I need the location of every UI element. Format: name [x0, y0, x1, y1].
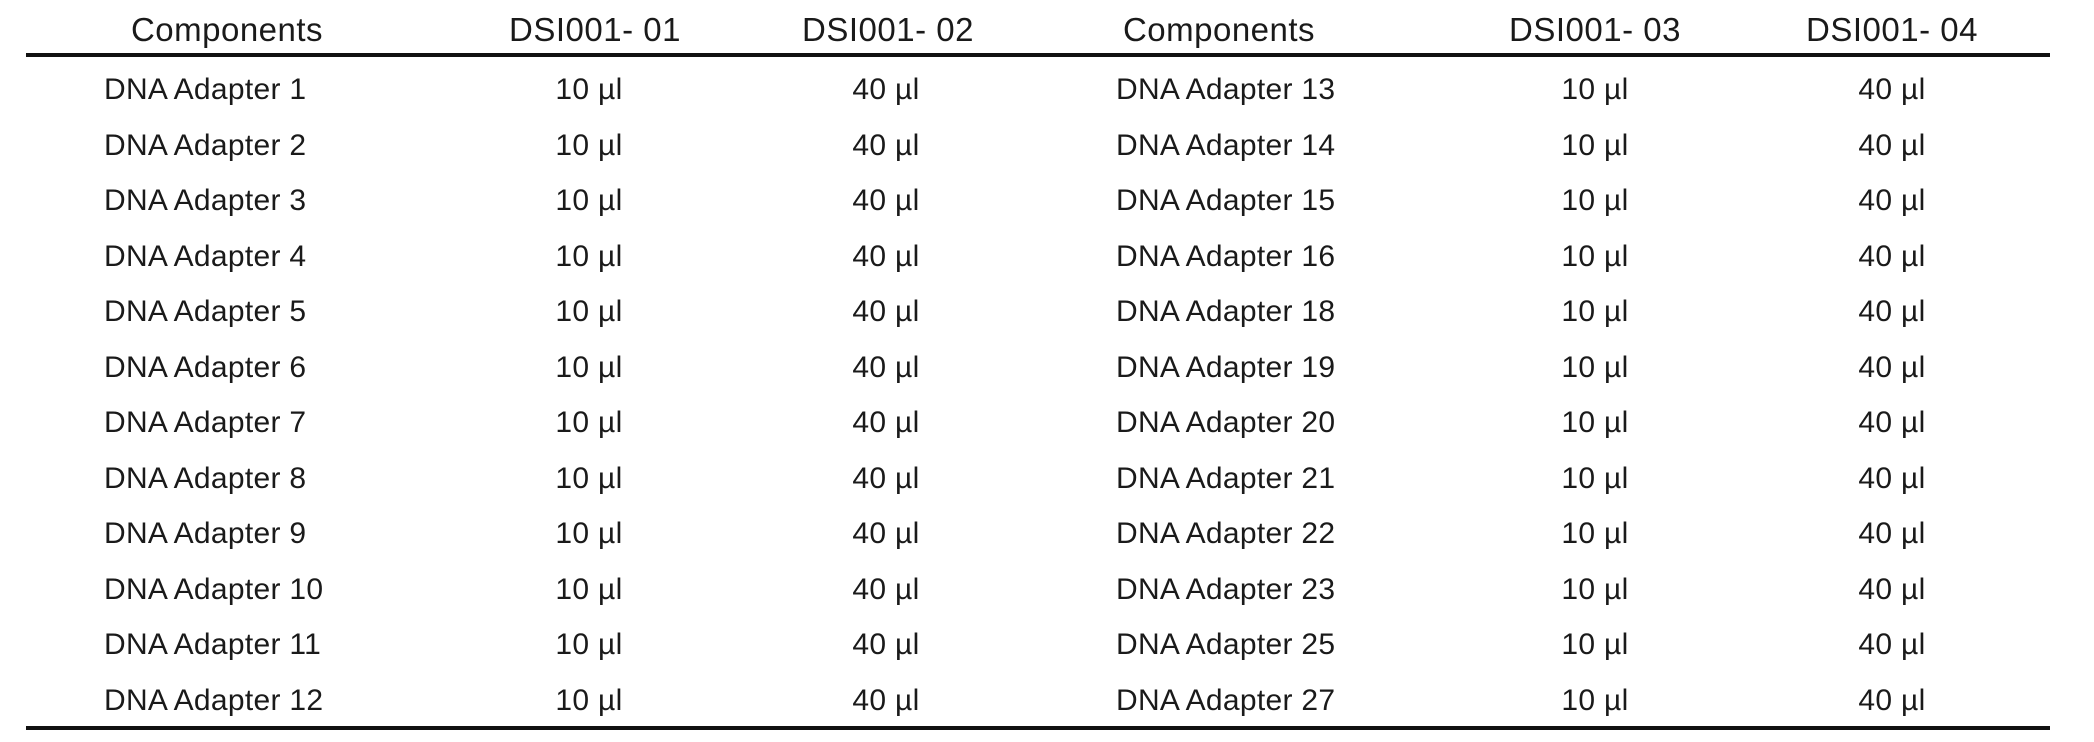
- dsi001-04-volume: 40 µl: [1858, 572, 1926, 606]
- dsi001-01-volume: 10 µl: [555, 406, 623, 439]
- dsi001-02-volume: 40 µl: [852, 73, 920, 106]
- left-component-name: DNA Adapter 1: [104, 73, 307, 106]
- table-row: DNA Adapter 5 10 µl 40 µl DNA Adapter 18 10 …: [26, 290, 2050, 346]
- dsi001-03-volume: 10 µl: [1561, 406, 1629, 439]
- right-component-name: DNA Adapter 27: [1116, 683, 1336, 717]
- dsi001-02-volume: 40 µl: [852, 572, 920, 606]
- dsi001-03-volume: 10 µl: [1561, 184, 1629, 217]
- dsi001-03-volume: 10 µl: [1561, 239, 1629, 273]
- dsi001-04-volume: 40 µl: [1858, 128, 1926, 162]
- dsi001-04-volume: 40 µl: [1858, 350, 1926, 384]
- dsi001-01-volume: 10 µl: [555, 517, 623, 550]
- right-component-name: DNA Adapter 22: [1116, 517, 1336, 550]
- header-components-left: Components: [130, 11, 324, 48]
- left-component-name: DNA Adapter 7: [104, 406, 307, 439]
- header-rule: [26, 53, 2050, 57]
- dsi001-01-volume: 10 µl: [555, 295, 623, 328]
- table-row: DNA Adapter 10 10 µl 40 µl DNA Adapter 23 10…: [26, 568, 2050, 624]
- dsi001-04-volume: 40 µl: [1858, 461, 1926, 495]
- dsi001-02-volume: 40 µl: [852, 517, 920, 550]
- table-bottom-rule: [26, 726, 2050, 730]
- table-row: DNA Adapter 1 10 µl 40 µl DNA Adapter 13 10 …: [26, 68, 2050, 124]
- dsi001-03-volume: 10 µl: [1561, 628, 1629, 661]
- dsi001-01-volume: 10 µl: [555, 184, 623, 217]
- table-row: DNA Adapter 3 10 µl 40 µl DNA Adapter 15 10 …: [26, 179, 2050, 235]
- right-component-name: DNA Adapter 23: [1116, 572, 1336, 606]
- dsi001-03-volume: 10 µl: [1561, 73, 1629, 106]
- header-dsi001-01: DSI001- 01: [509, 11, 681, 48]
- dsi001-02-volume: 40 µl: [852, 683, 920, 717]
- components-table: Components DSI001- 01 DSI001- 02 Compone…: [26, 0, 2050, 742]
- dsi001-01-volume: 10 µl: [555, 572, 623, 606]
- dsi001-03-volume: 10 µl: [1561, 572, 1629, 606]
- dsi001-01-volume: 10 µl: [555, 73, 623, 106]
- header-dsi001-03: DSI001- 03: [1509, 11, 1681, 48]
- table-body: DNA Adapter 1 10 µl 40 µl DNA Adapter 13 10 …: [26, 68, 2050, 734]
- dsi001-01-volume: 10 µl: [555, 683, 623, 717]
- right-component-name: DNA Adapter 13: [1116, 73, 1336, 106]
- dsi001-03-volume: 10 µl: [1561, 461, 1629, 495]
- right-component-name: DNA Adapter 20: [1116, 406, 1336, 439]
- header-components-right: Components: [1122, 11, 1316, 48]
- left-component-name: DNA Adapter 5: [104, 295, 307, 328]
- dsi001-01-volume: 10 µl: [555, 461, 623, 495]
- header-dsi001-04: DSI001- 04: [1806, 11, 1978, 48]
- right-component-name: DNA Adapter 21: [1116, 461, 1336, 495]
- right-component-name: DNA Adapter 15: [1116, 184, 1336, 217]
- dsi001-02-volume: 40 µl: [852, 628, 920, 661]
- table-header-row: Components DSI001- 01 DSI001- 02 Compone…: [26, 0, 2050, 56]
- table-row: DNA Adapter 9 10 µl 40 µl DNA Adapter 22 10 …: [26, 512, 2050, 568]
- dsi001-01-volume: 10 µl: [555, 128, 623, 162]
- dsi001-02-volume: 40 µl: [852, 239, 920, 273]
- dsi001-02-volume: 40 µl: [852, 406, 920, 439]
- left-component-name: DNA Adapter 11: [104, 628, 322, 661]
- right-component-name: DNA Adapter 14: [1116, 128, 1336, 162]
- dsi001-04-volume: 40 µl: [1858, 683, 1926, 717]
- dsi001-02-volume: 40 µl: [852, 295, 920, 328]
- dsi001-01-volume: 10 µl: [555, 239, 623, 273]
- table-row: DNA Adapter 8 10 µl 40 µl DNA Adapter 21 10 …: [26, 457, 2050, 513]
- table-row: DNA Adapter 2 10 µl 40 µl DNA Adapter 14 10 …: [26, 124, 2050, 180]
- dsi001-03-volume: 10 µl: [1561, 683, 1629, 717]
- right-component-name: DNA Adapter 19: [1116, 350, 1336, 384]
- dsi001-02-volume: 40 µl: [852, 350, 920, 384]
- left-component-name: DNA Adapter 3: [104, 184, 307, 217]
- dsi001-04-volume: 40 µl: [1858, 406, 1926, 439]
- table-row: DNA Adapter 7 10 µl 40 µl DNA Adapter 20 10 …: [26, 401, 2050, 457]
- right-component-name: DNA Adapter 25: [1116, 628, 1336, 661]
- left-component-name: DNA Adapter 2: [104, 128, 307, 162]
- dsi001-04-volume: 40 µl: [1858, 628, 1926, 661]
- dsi001-04-volume: 40 µl: [1858, 73, 1926, 106]
- right-component-name: DNA Adapter 16: [1116, 239, 1336, 273]
- dsi001-03-volume: 10 µl: [1561, 128, 1629, 162]
- dsi001-03-volume: 10 µl: [1561, 295, 1629, 328]
- table-row: DNA Adapter 12 10 µl 40 µl DNA Adapter 27 10…: [26, 679, 2050, 735]
- left-component-name: DNA Adapter 9: [104, 517, 307, 550]
- dsi001-04-volume: 40 µl: [1858, 184, 1926, 217]
- dsi001-01-volume: 10 µl: [555, 628, 623, 661]
- left-component-name: DNA Adapter 12: [104, 683, 324, 717]
- left-component-name: DNA Adapter 4: [104, 239, 307, 273]
- left-component-name: DNA Adapter 6: [104, 350, 307, 384]
- dsi001-01-volume: 10 µl: [555, 350, 623, 384]
- header-dsi001-02: DSI001- 02: [802, 11, 974, 48]
- table-row: DNA Adapter 11 10 µl 40 µl DNA Adapter 25 10…: [26, 623, 2050, 679]
- left-component-name: DNA Adapter 10: [104, 572, 324, 606]
- table-row: DNA Adapter 6 10 µl 40 µl DNA Adapter 19 10 …: [26, 346, 2050, 402]
- dsi001-04-volume: 40 µl: [1858, 295, 1926, 328]
- dsi001-03-volume: 10 µl: [1561, 350, 1629, 384]
- dsi001-04-volume: 40 µl: [1858, 239, 1926, 273]
- dsi001-04-volume: 40 µl: [1858, 517, 1926, 550]
- dsi001-02-volume: 40 µl: [852, 128, 920, 162]
- table-row: DNA Adapter 4 10 µl 40 µl DNA Adapter 16 10 …: [26, 235, 2050, 291]
- left-component-name: DNA Adapter 8: [104, 461, 307, 495]
- right-component-name: DNA Adapter 18: [1116, 295, 1336, 328]
- dsi001-02-volume: 40 µl: [852, 461, 920, 495]
- dsi001-02-volume: 40 µl: [852, 184, 920, 217]
- dsi001-03-volume: 10 µl: [1561, 517, 1629, 550]
